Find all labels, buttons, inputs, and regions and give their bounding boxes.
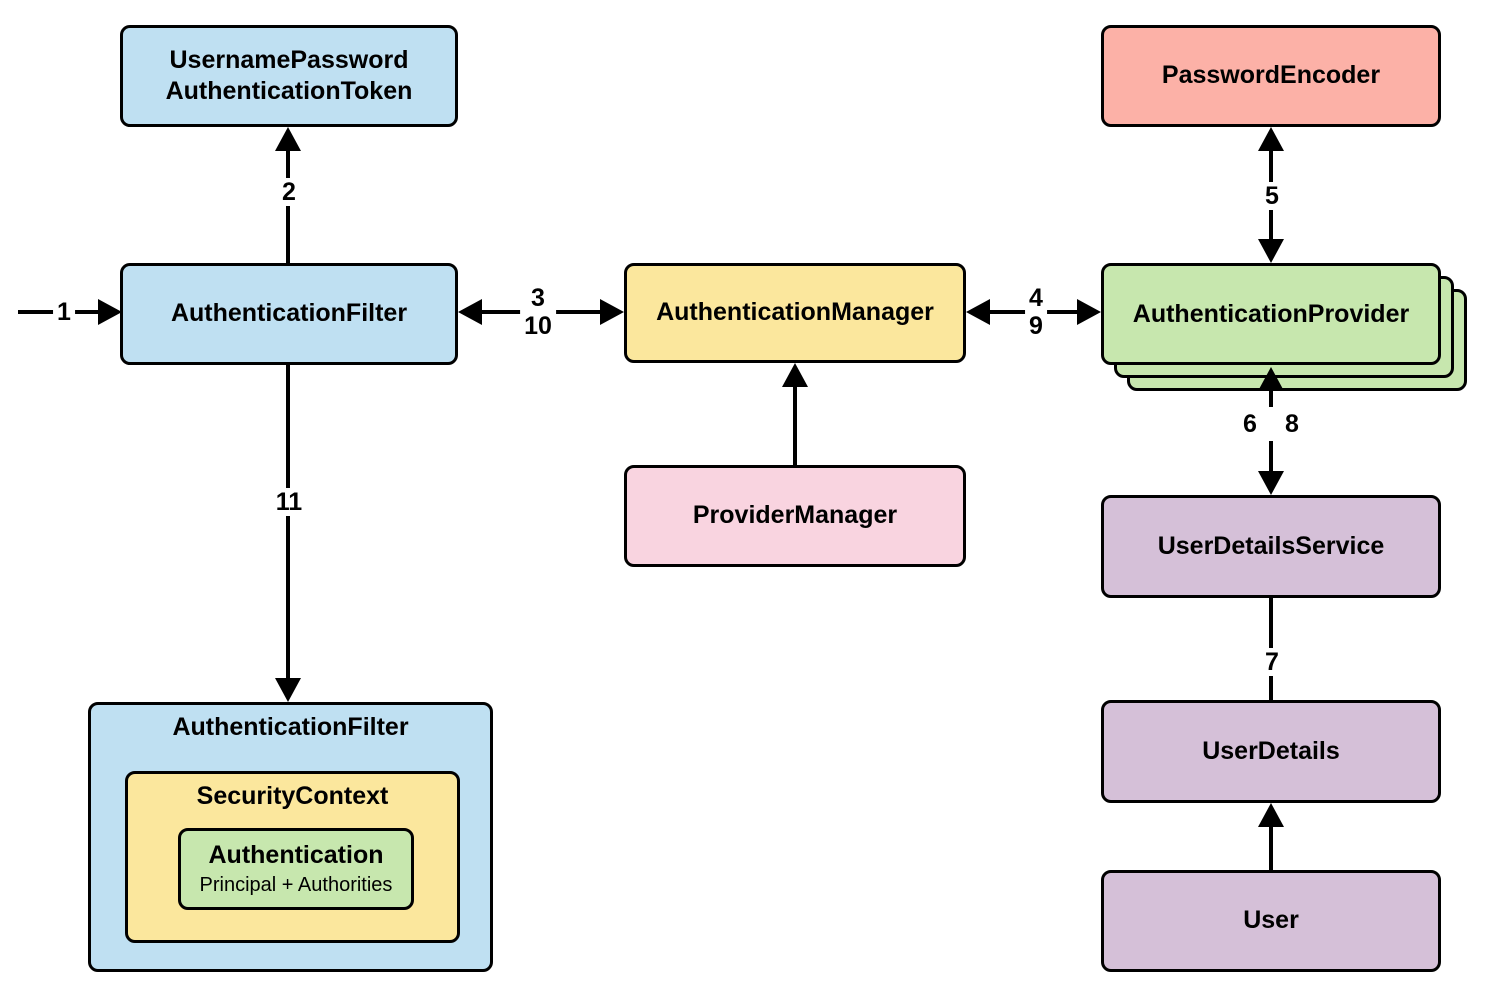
node-password-encoder: PasswordEncoder: [1101, 25, 1441, 127]
edge-label-step4-step9: 4 9: [1025, 284, 1047, 340]
arrowhead-up: [1258, 367, 1284, 391]
edge-label-step3: 3: [531, 284, 545, 312]
arrowhead-left: [458, 299, 482, 325]
edge-label-step7: 7: [1261, 648, 1283, 676]
node-security-context: SecurityContext Authentication Principal…: [125, 771, 460, 943]
arrowhead-down: [1258, 471, 1284, 495]
node-label: User: [1243, 906, 1299, 935]
node-authentication-filter: AuthenticationFilter: [120, 263, 458, 365]
node-label: PasswordEncoder: [1161, 61, 1381, 90]
node-label: AuthenticationManager: [656, 298, 934, 327]
arrowhead-down: [1258, 239, 1284, 263]
node-label: Authentication: [208, 841, 384, 870]
node-provider-manager: ProviderManager: [624, 465, 966, 567]
edge-user-line: [1269, 825, 1273, 870]
node-label-line: AuthenticationToken: [165, 77, 413, 105]
node-user-details: UserDetails: [1101, 700, 1441, 803]
edge-label-step1: 1: [53, 298, 75, 326]
arrowhead-right: [600, 299, 624, 325]
edge-label-step5: 5: [1261, 182, 1283, 210]
edge-label-step10: 10: [524, 312, 552, 340]
edge-step8-line: [1269, 441, 1273, 473]
container-title: AuthenticationFilter: [172, 713, 409, 741]
node-label: UserDetails: [1202, 736, 1340, 765]
node-label: ProviderManager: [692, 501, 898, 530]
arrowhead-left: [966, 299, 990, 325]
edge-provider-manager-line: [793, 385, 797, 465]
container-title: SecurityContext: [196, 782, 389, 810]
node-label-line: UsernamePassword: [169, 45, 409, 74]
node-sublabel: Principal + Authorities: [199, 873, 393, 896]
edge-step6-line: [1269, 391, 1273, 407]
node-label: AuthenticationFilter: [170, 299, 408, 328]
arrowhead-up: [1258, 803, 1284, 827]
edge-step2-line: [286, 149, 290, 263]
edge-label-step3-step10: 3 10: [520, 284, 556, 340]
node-authentication-provider-stack: AuthenticationProvider: [1101, 263, 1470, 394]
edge-label-step8: 8: [1285, 410, 1299, 438]
edge-label-step4: 4: [1029, 284, 1043, 312]
node-user: User: [1101, 870, 1441, 972]
edge-label-step6: 6: [1243, 410, 1257, 438]
arrowhead-up: [275, 127, 301, 151]
arrowhead-right: [98, 299, 122, 325]
edge-label-step2: 2: [278, 178, 300, 206]
node-user-details-service: UserDetailsService: [1101, 495, 1441, 598]
arrowhead-right: [1077, 299, 1101, 325]
edge-step11-line: [286, 365, 290, 680]
node-authentication-manager: AuthenticationManager: [624, 263, 966, 363]
arrowhead-up: [782, 363, 808, 387]
edge-label-step11: 11: [271, 488, 307, 516]
node-label: AuthenticationProvider: [1132, 299, 1410, 328]
node-authentication: Authentication Principal + Authorities: [178, 828, 414, 910]
arrowhead-down: [275, 678, 301, 702]
node-authentication-filter-context: AuthenticationFilter SecurityContext Aut…: [88, 702, 493, 972]
node-label: UserDetailsService: [1157, 531, 1385, 560]
node-authentication-provider: AuthenticationProvider: [1101, 263, 1441, 365]
node-username-password-authentication-token: UsernamePassword AuthenticationToken: [120, 25, 458, 127]
arrowhead-up: [1258, 127, 1284, 151]
edge-label-step9: 9: [1029, 312, 1043, 340]
